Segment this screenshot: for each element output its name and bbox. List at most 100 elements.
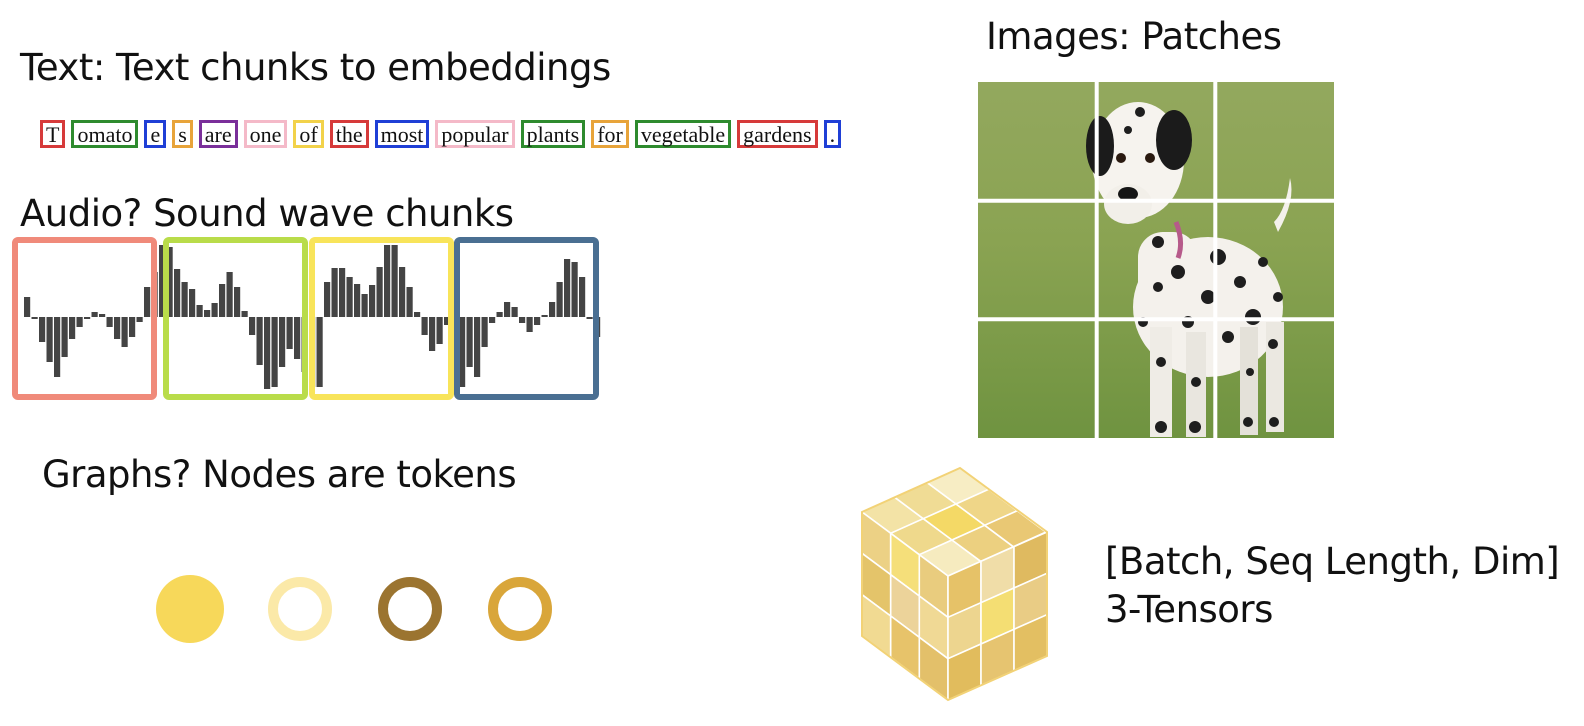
audio-chunk-box	[12, 237, 157, 400]
wave-bar	[384, 245, 391, 317]
wave-bar	[166, 247, 173, 317]
text-token: T	[40, 120, 66, 148]
wave-bar	[414, 312, 421, 317]
graph-node	[156, 575, 224, 643]
wave-bar	[339, 268, 346, 317]
wave-bar	[196, 305, 203, 317]
audio-chunk-box	[309, 237, 454, 400]
wave-bar	[31, 317, 38, 319]
wave-bar	[534, 317, 541, 325]
wave-bar	[459, 317, 466, 387]
wave-bar	[526, 317, 533, 332]
wave-bar	[61, 317, 68, 357]
tensor-type-label: 3-Tensors	[1105, 588, 1273, 631]
wave-bar	[189, 289, 196, 317]
wave-bar	[99, 314, 106, 317]
wave-bar	[121, 317, 128, 347]
tensor-shape-label: [Batch, Seq Length, Dim]	[1105, 540, 1560, 583]
wave-bar	[226, 272, 233, 317]
wave-bar	[256, 317, 263, 365]
patch-grid	[978, 82, 1334, 438]
wave-bar	[106, 317, 113, 327]
text-token: gardens	[737, 120, 818, 148]
graph-nodes	[156, 575, 552, 643]
image-patches	[978, 82, 1334, 438]
wave-bar	[211, 303, 218, 317]
text-token: most	[374, 120, 430, 148]
dalmatian-dog	[1086, 102, 1292, 437]
wave-bar	[466, 317, 473, 367]
audio-chunk-box	[454, 237, 599, 400]
wave-bar	[91, 312, 98, 317]
wave-bar	[84, 317, 91, 319]
wave-bar	[481, 317, 488, 347]
wave-bar	[361, 294, 368, 317]
wave-bar	[586, 317, 593, 319]
wave-bar	[519, 317, 526, 323]
graphs-heading: Graphs? Nodes are tokens	[42, 453, 517, 496]
wave-bar	[39, 317, 46, 342]
text-token: s	[172, 120, 193, 148]
wave-bar	[114, 317, 121, 339]
wave-bar	[264, 317, 271, 389]
tensor-cube	[860, 466, 1048, 702]
wave-bar	[54, 317, 61, 377]
wave-bar	[204, 310, 211, 317]
audio-heading: Audio? Sound wave chunks	[20, 192, 514, 235]
wave-bar	[541, 315, 548, 317]
text-token: e	[144, 120, 167, 148]
wave-bar	[271, 317, 278, 387]
text-token: the	[329, 120, 369, 148]
wave-bar	[474, 317, 481, 377]
wave-bar	[579, 277, 586, 317]
wave-bar	[369, 285, 376, 317]
graph-node	[378, 577, 442, 641]
wave-bar	[496, 312, 503, 317]
wave-bar	[354, 284, 361, 317]
wave-bar	[234, 287, 241, 317]
text-token: .	[823, 120, 842, 148]
wave-bar	[249, 317, 256, 335]
wave-bar	[286, 317, 293, 349]
wave-bar	[136, 317, 143, 322]
wave-bar	[549, 302, 556, 317]
images-heading: Images: Patches	[986, 15, 1282, 58]
wave-bar	[241, 311, 248, 317]
wave-bar	[129, 317, 136, 337]
cube-outline	[861, 466, 1048, 702]
wave-bar	[181, 282, 188, 317]
wave-bar	[489, 317, 496, 323]
wave-bar	[46, 317, 53, 362]
text-heading: Text: Text chunks to embeddings	[20, 46, 611, 89]
sound-wave-chunks	[12, 237, 601, 400]
audio-chunk-box	[163, 237, 308, 400]
wave-bar	[564, 259, 571, 317]
text-token: of	[293, 120, 324, 148]
wave-bar	[69, 317, 76, 339]
wave-bar	[346, 277, 353, 317]
wave-bar	[324, 282, 331, 317]
wave-bar	[174, 269, 181, 317]
graph-node	[488, 577, 552, 641]
wave-bar	[219, 284, 226, 317]
wave-bar	[159, 245, 166, 317]
wave-bar	[76, 317, 83, 327]
text-token: plants	[520, 120, 586, 148]
wave-bar	[144, 287, 151, 317]
wave-bar	[571, 262, 578, 317]
text-token: omato	[71, 120, 139, 148]
text-token: one	[243, 120, 288, 148]
wave-bar	[391, 245, 398, 317]
wave-bar	[376, 267, 383, 317]
wave-bar	[331, 268, 338, 317]
text-token: popular	[435, 120, 515, 148]
text-token: vegetable	[634, 120, 732, 148]
wave-bar	[444, 317, 451, 325]
wave-bar	[436, 317, 443, 344]
wave-bar	[294, 317, 301, 359]
text-token: for	[591, 120, 629, 148]
graph-node	[268, 577, 332, 641]
wave-bar	[316, 317, 323, 387]
wave-bar	[406, 287, 413, 317]
